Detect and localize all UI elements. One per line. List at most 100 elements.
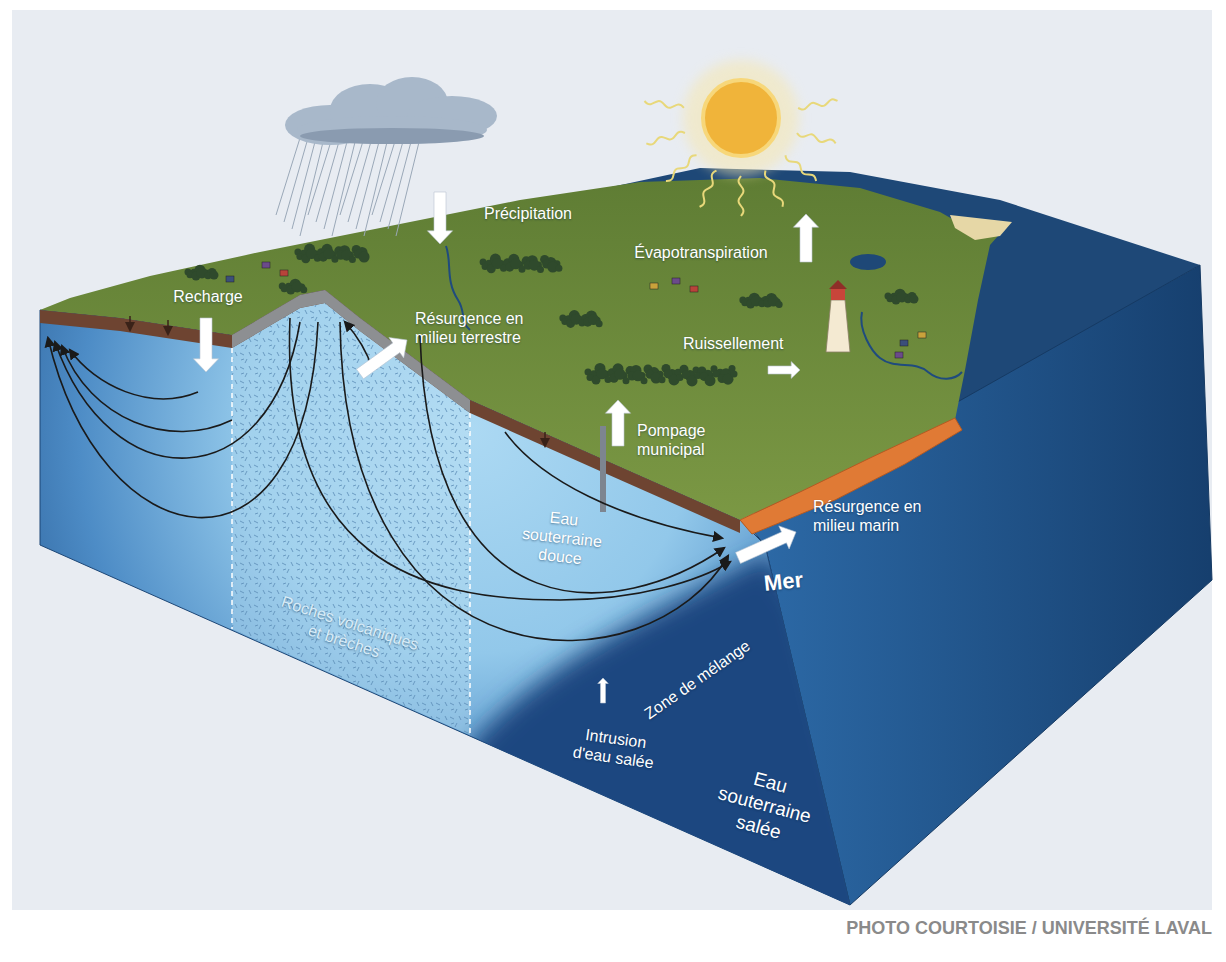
tree-cluster bbox=[739, 293, 782, 309]
stream bbox=[861, 312, 962, 379]
diagram-label: Pompage municipal bbox=[637, 421, 727, 459]
process-arrow bbox=[736, 526, 796, 564]
cloud-shade bbox=[300, 128, 484, 144]
houses bbox=[226, 262, 926, 358]
tree bbox=[210, 271, 219, 280]
house bbox=[690, 286, 698, 292]
process-arrows bbox=[193, 192, 818, 703]
diagram-label: Intrusion d'eau salée bbox=[564, 722, 663, 773]
cloud bbox=[285, 77, 497, 145]
tree-cluster bbox=[185, 265, 219, 281]
lighthouse-tower bbox=[826, 300, 850, 352]
photo-credit: PHOTO COURTOISIE / UNIVERSITÉ LAVAL bbox=[846, 918, 1212, 939]
sun bbox=[703, 80, 779, 156]
diagram-label: Précipitation bbox=[484, 204, 572, 223]
diagram-label: Résurgence en milieu marin bbox=[813, 497, 943, 535]
rain-streak bbox=[396, 138, 420, 236]
saline-water bbox=[450, 552, 880, 930]
rain-streak bbox=[372, 138, 396, 215]
cliff bbox=[740, 418, 962, 534]
infiltration-arrow bbox=[167, 320, 169, 334]
house bbox=[900, 340, 908, 346]
house bbox=[280, 270, 288, 276]
tree bbox=[300, 286, 307, 293]
tree-cluster bbox=[480, 254, 563, 274]
process-arrow bbox=[356, 338, 407, 379]
diagram-label: Eau souterraine douce bbox=[509, 504, 614, 572]
rain-streak bbox=[308, 138, 332, 215]
heat-ray bbox=[644, 101, 683, 108]
process-arrow bbox=[598, 678, 609, 703]
diagram-label: Résurgence en milieu terrestre bbox=[415, 309, 555, 347]
soil-layer bbox=[40, 290, 740, 533]
sand-spit bbox=[950, 215, 1012, 240]
infiltration-arrow bbox=[129, 316, 131, 330]
heat-ray bbox=[798, 99, 837, 109]
heat-ray bbox=[765, 171, 783, 207]
rain-streak bbox=[276, 138, 300, 215]
lighthouse-lamp bbox=[831, 288, 845, 300]
well-casing bbox=[600, 426, 606, 512]
rain-streak bbox=[340, 138, 364, 215]
band-boundary bbox=[231, 348, 233, 629]
rain-streak bbox=[380, 138, 404, 222]
sun-glow bbox=[683, 60, 799, 176]
rain-streak bbox=[364, 138, 388, 236]
cloud-puff bbox=[297, 116, 487, 144]
tree bbox=[731, 370, 738, 377]
heat-ray bbox=[739, 176, 744, 216]
house bbox=[895, 352, 903, 358]
process-arrow bbox=[605, 400, 630, 446]
diagram-label: Roches volcaniques et brèches bbox=[270, 591, 425, 674]
diagram-label: Eau souterraine salée bbox=[700, 757, 829, 853]
flow-lines bbox=[48, 318, 730, 641]
tree-cluster bbox=[585, 363, 738, 387]
flow-line bbox=[289, 318, 730, 600]
rock-layer bbox=[232, 290, 470, 413]
flow-line bbox=[340, 322, 728, 641]
diagram-label: Zone de mélange bbox=[640, 636, 753, 723]
diagram-label: Mer bbox=[763, 567, 805, 597]
rain-streak bbox=[348, 138, 372, 222]
heat-ray bbox=[666, 155, 697, 181]
tree bbox=[537, 266, 544, 273]
sun-rays bbox=[644, 99, 837, 216]
process-arrow bbox=[793, 214, 818, 262]
process-arrow bbox=[768, 362, 800, 379]
heat-ray bbox=[797, 133, 836, 143]
flow-line bbox=[48, 322, 318, 518]
tree bbox=[555, 265, 562, 272]
process-arrow bbox=[427, 192, 452, 244]
rain-streak bbox=[284, 138, 308, 222]
diagram-label: Ruissellement bbox=[683, 334, 783, 353]
flow-line bbox=[420, 335, 724, 593]
lagoon bbox=[850, 254, 886, 270]
house bbox=[262, 262, 270, 268]
tree-cluster bbox=[279, 279, 308, 295]
house bbox=[918, 332, 926, 338]
tree bbox=[359, 251, 370, 262]
tree-cluster bbox=[559, 310, 602, 328]
band-boundary bbox=[469, 413, 471, 735]
rain-streak bbox=[300, 138, 324, 236]
tree-cluster bbox=[294, 244, 369, 264]
house bbox=[672, 278, 680, 284]
house bbox=[226, 276, 234, 282]
tree bbox=[776, 301, 783, 308]
infiltration-arrow bbox=[544, 432, 546, 446]
rain-streak bbox=[316, 138, 340, 222]
saline-zone bbox=[450, 552, 880, 930]
heat-ray bbox=[646, 132, 685, 145]
heat-ray bbox=[785, 155, 816, 181]
rain-streak bbox=[332, 138, 356, 236]
tree bbox=[910, 295, 919, 304]
diagram-label: Évapotranspiration bbox=[634, 243, 767, 262]
rain bbox=[276, 138, 420, 236]
flow-line bbox=[55, 322, 300, 458]
tree-cluster bbox=[885, 289, 919, 305]
diagram-label: Recharge bbox=[173, 287, 242, 306]
lighthouse-roof bbox=[829, 280, 847, 289]
tree bbox=[349, 256, 356, 263]
